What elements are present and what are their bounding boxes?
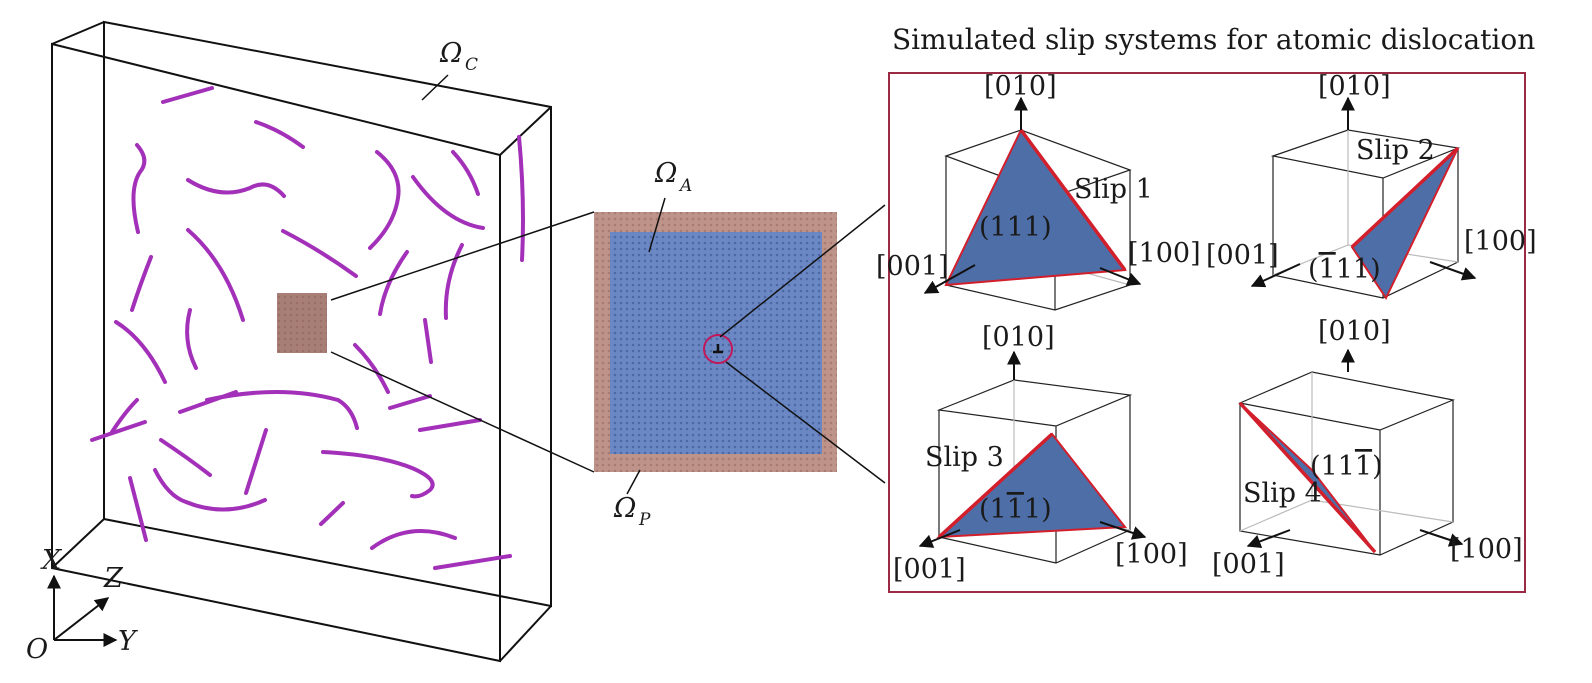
dislocation-line xyxy=(321,450,435,499)
region-label-atomistic: Ω xyxy=(654,158,677,189)
slip-cube-1: [010] [001] [100] Slip 1 (111) xyxy=(876,71,1201,311)
slip-label: Slip 4 xyxy=(1243,478,1322,509)
zoom-line xyxy=(330,351,595,473)
cube-axis-top: [010] xyxy=(1318,316,1391,347)
dislocation-line xyxy=(443,243,464,320)
slip-cube-2: [010] [001] [100] Slip 2 (111) xyxy=(1206,71,1537,301)
axis-label-x: X xyxy=(40,545,63,576)
dislocation-line xyxy=(130,255,153,312)
slip-plane-label: (111) xyxy=(1308,254,1381,285)
dislocation-line xyxy=(433,554,512,570)
slip-plane-label: (111) xyxy=(1310,451,1383,482)
dislocation-marker-circle xyxy=(703,334,733,364)
zoom-line xyxy=(330,211,595,301)
region-sub-padding: P xyxy=(638,510,651,530)
cube-axis-left: [001] xyxy=(893,554,966,585)
dislocation-line xyxy=(110,398,139,434)
dislocation-line xyxy=(370,528,457,550)
dislocation-line xyxy=(185,308,198,370)
dislocation-line xyxy=(90,420,147,442)
slip-plane-label: (111) xyxy=(979,212,1052,243)
cube-axis-right: [100] xyxy=(1464,226,1537,257)
zoom-line xyxy=(725,361,886,484)
cube-axis-left: [001] xyxy=(1212,549,1285,580)
dislocation-line xyxy=(353,343,390,394)
dislocation-line xyxy=(423,318,433,364)
leader-line xyxy=(626,469,641,495)
atomistic-region xyxy=(610,232,822,454)
cube-axis-left: [001] xyxy=(1206,240,1279,271)
box-edge xyxy=(499,106,552,156)
slip-label: Slip 1 xyxy=(1074,174,1153,205)
dislocation-line xyxy=(178,390,238,414)
dislocation-line xyxy=(368,150,401,250)
dislocation-symbol xyxy=(713,344,723,354)
coordinate-axes xyxy=(47,574,118,647)
box-edge xyxy=(51,518,105,569)
dislocation-line xyxy=(244,428,268,495)
dislocation-line xyxy=(186,228,245,322)
dislocation-line xyxy=(388,394,432,410)
region-label-padding: Ω xyxy=(613,493,636,524)
dislocation-line xyxy=(254,120,305,149)
region-label-continuum: Ω xyxy=(439,38,462,69)
leader-line xyxy=(421,74,449,101)
slip-cube-4: [010] [001] [100] Slip 4 (111) xyxy=(1212,316,1523,580)
slip-plane-label: (111) xyxy=(979,494,1052,525)
cube-axis-left: [001] xyxy=(876,251,949,282)
cube-axis-right: [100] xyxy=(1128,238,1201,269)
dislocation-line xyxy=(517,135,525,262)
slip-cube-3: [010] [001] [100] Slip 3 (111) xyxy=(893,322,1188,585)
region-sub-atomistic: A xyxy=(678,176,692,196)
dislocation-line xyxy=(131,143,147,234)
box-edge xyxy=(499,605,552,662)
region-sub-continuum: C xyxy=(465,55,478,75)
dislocation-line xyxy=(205,390,359,430)
dislocation-line xyxy=(114,320,167,384)
axis-label-origin: O xyxy=(26,634,48,665)
box-edge xyxy=(51,21,105,45)
continuum-box xyxy=(51,20,552,663)
cube-axis-top: [010] xyxy=(1318,71,1391,102)
dislocation-line xyxy=(161,86,214,104)
dislocation-line xyxy=(281,229,358,278)
axis-label-y: Y xyxy=(118,626,138,657)
leader-line xyxy=(648,197,666,253)
cube-axis-right: [100] xyxy=(1450,534,1523,565)
z-axis-arrow xyxy=(53,597,110,641)
dislocation-line xyxy=(411,175,485,230)
cube-axis-right: [100] xyxy=(1115,539,1188,570)
dislocation-line xyxy=(451,150,480,196)
slip-label: Slip 2 xyxy=(1356,135,1435,166)
dislocation-line xyxy=(128,476,148,542)
axis-label-z: Z xyxy=(103,563,124,594)
dislocation-line xyxy=(319,501,345,526)
dislocation-line xyxy=(378,250,409,316)
dislocation-line xyxy=(418,418,482,432)
dislocation-line xyxy=(159,438,212,477)
dislocation-line xyxy=(153,468,267,512)
cube-axis-top: [010] xyxy=(982,322,1055,353)
zoom-line xyxy=(719,204,886,338)
cube-axis-top: [010] xyxy=(984,71,1057,102)
panel-title: Simulated slip systems for atomic disloc… xyxy=(892,23,1535,56)
slip-label: Slip 3 xyxy=(925,442,1004,473)
dislocation-line xyxy=(186,178,286,198)
dislocation-lines xyxy=(90,86,525,570)
